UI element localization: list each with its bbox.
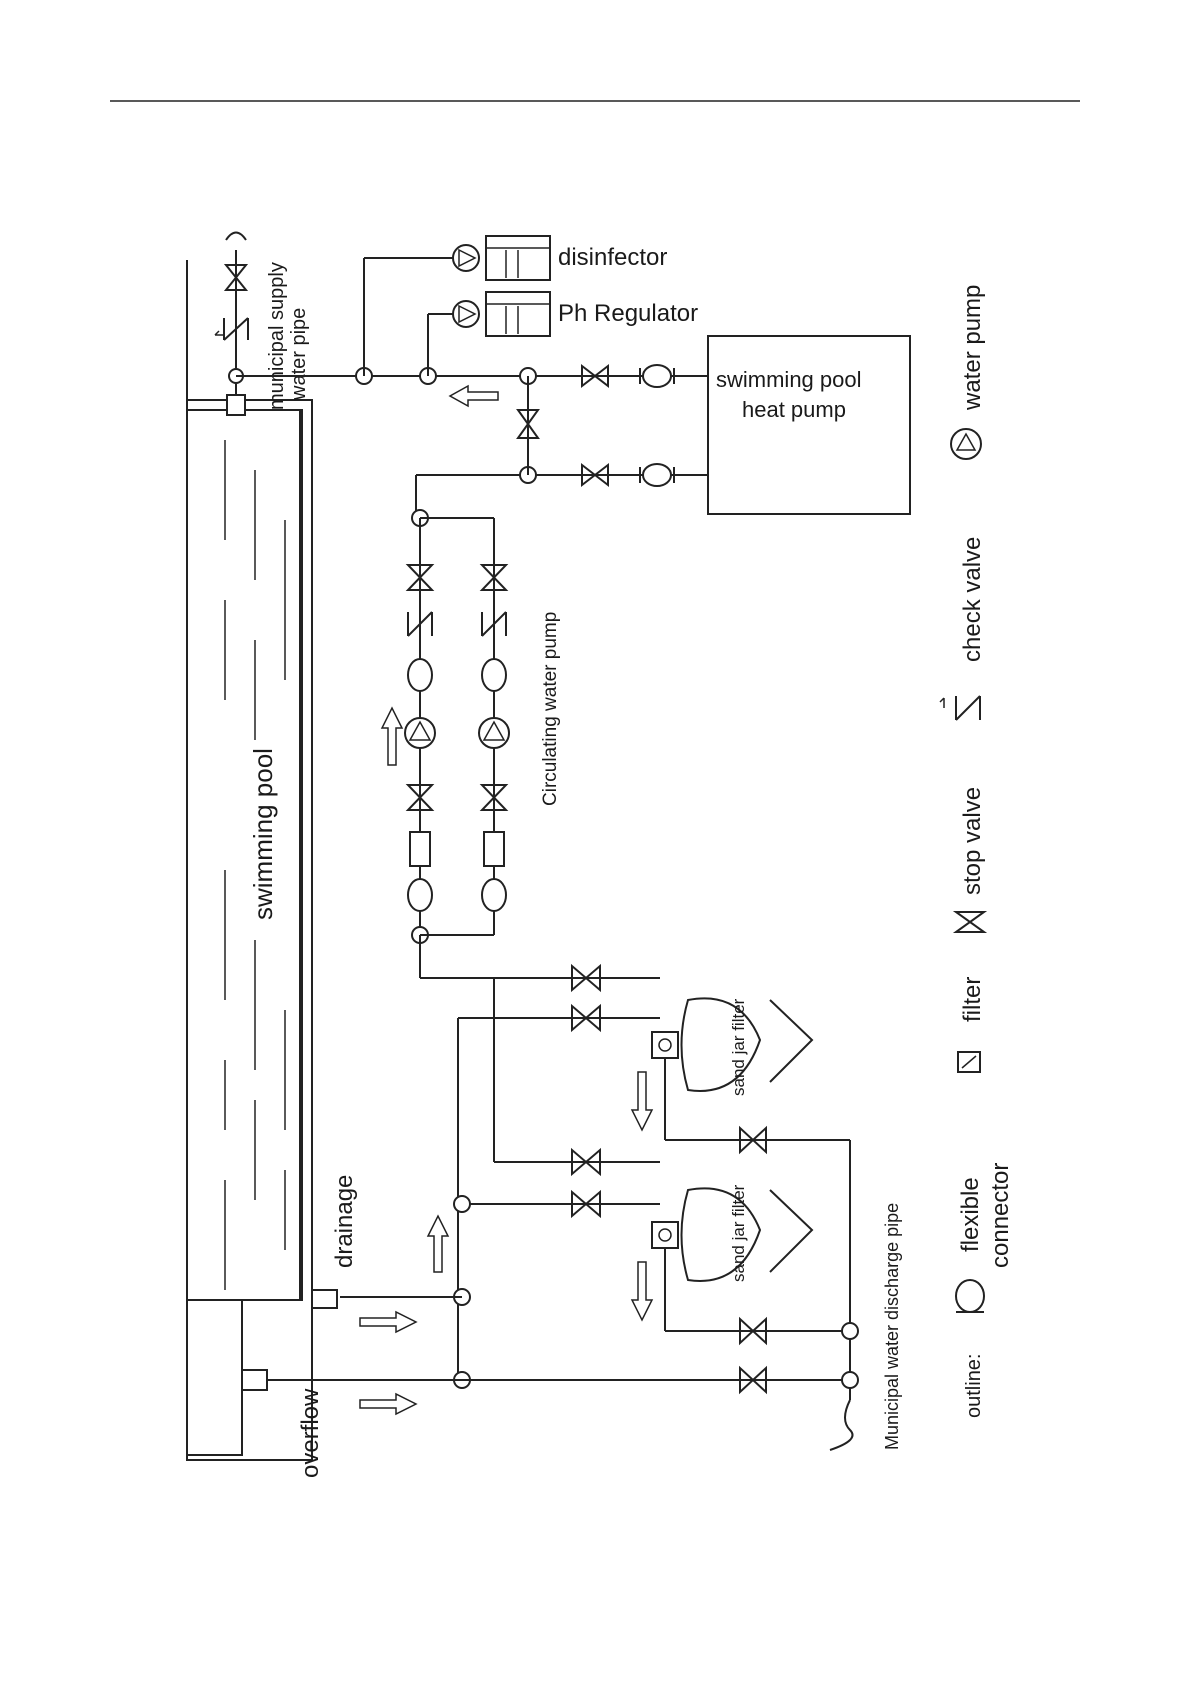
pump2-inlet-flex-connector-icon: [482, 879, 506, 911]
disinfector-label: disinfector: [558, 244, 667, 271]
pump2-flex-connector-icon: [482, 659, 506, 691]
circulation-arrow-icon: [382, 708, 402, 765]
legend-flexible-connector-label-2: connector: [987, 1163, 1014, 1268]
flow-arrow-icon: [360, 1312, 416, 1332]
discharge-pipe-label: Municipal water discharge pipe: [882, 1203, 902, 1450]
swimming-pool: swimming pool drainage overflow: [187, 260, 358, 1478]
legend-check-valve-label: check valve: [959, 537, 986, 662]
drainage-label: drainage: [331, 1175, 358, 1268]
hp-outlet-flex-connector-icon: [643, 365, 671, 387]
hp-inlet-flex-connector-icon: [643, 464, 671, 486]
legend: outline: flexible connector filter stop …: [940, 285, 1014, 1418]
ph-regulator-label: Ph Regulator: [558, 300, 698, 327]
flow-arrow-icon: [360, 1394, 416, 1414]
sand-filters: sand jar filter sand jar filter Municipa…: [268, 966, 902, 1450]
sand-jar-filter-1-icon: [682, 998, 761, 1091]
flow-arrow-icon: [450, 386, 498, 406]
flow-arrow-icon: [632, 1262, 652, 1320]
heat-pump-label-1: swimming pool: [716, 367, 862, 392]
legend-filter: filter: [958, 977, 986, 1072]
pump1-filter-icon: [410, 832, 430, 866]
sand-jar-filter-2-label: sand jar filter: [729, 1184, 748, 1282]
overflow-label: overflow: [297, 1388, 324, 1478]
swimming-pool-label: swimming pool: [248, 748, 278, 920]
circulating-pumps: Circulating water pump: [382, 475, 561, 978]
sand-jar-filter-1-label: sand jar filter: [729, 998, 748, 1096]
disinfector-unit: disinfector: [453, 236, 667, 280]
legend-title: outline:: [963, 1354, 985, 1419]
flow-arrow-icon: [632, 1072, 652, 1130]
municipal-supply-pipe: municipal supply water pipe: [215, 233, 310, 411]
legend-filter-label: filter: [959, 977, 986, 1022]
legend-flexible-connector: flexible connector: [956, 1163, 1014, 1312]
municipal-supply-label-1: municipal supply: [266, 262, 288, 410]
stop-valve-icon: [956, 912, 984, 932]
check-valve-icon: [956, 696, 980, 720]
ph-regulator-unit: Ph Regulator: [453, 292, 698, 336]
pump2-filter-icon: [484, 832, 504, 866]
heat-pump-label-2: heat pump: [742, 397, 846, 422]
pump1-flex-connector-icon: [408, 659, 432, 691]
flexible-connector-icon: [956, 1280, 984, 1312]
legend-check-valve: check valve: [940, 537, 986, 720]
heat-pump: swimming pool heat pump: [416, 336, 910, 514]
circulating-pump-label: Circulating water pump: [540, 612, 561, 806]
legend-water-pump: water pump: [951, 285, 986, 459]
legend-stop-valve-label: stop valve: [959, 787, 986, 895]
sand-jar-filter-2-icon: [682, 1188, 761, 1281]
legend-stop-valve: stop valve: [956, 787, 986, 932]
legend-flexible-connector-label-1: flexible: [957, 1177, 984, 1252]
flow-arrow-icon: [428, 1216, 448, 1272]
pump1-inlet-flex-connector-icon: [408, 879, 432, 911]
legend-water-pump-label: water pump: [959, 285, 986, 411]
municipal-supply-label-2: water pipe: [288, 308, 310, 401]
